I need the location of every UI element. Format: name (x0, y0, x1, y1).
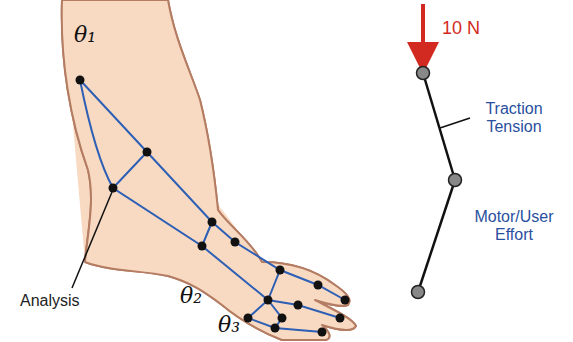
part-label: Motor/User Effort (466, 208, 562, 245)
angle-label: θ₁ (74, 22, 96, 47)
leader-line (72, 192, 112, 288)
joint-dots (76, 76, 350, 337)
leader-line (440, 118, 470, 128)
angle-label: θ₂ (180, 283, 202, 308)
part-label: Traction Tension (472, 100, 556, 137)
skeleton (80, 80, 345, 332)
angle-label: θ₃ (218, 312, 240, 337)
arm-fill (62, 0, 356, 340)
part-label: Analysis (20, 292, 80, 310)
force-label: 10 N (442, 18, 480, 39)
linkage-joints (412, 67, 462, 299)
arm-outline (62, 0, 356, 340)
force-arrow (421, 4, 425, 58)
